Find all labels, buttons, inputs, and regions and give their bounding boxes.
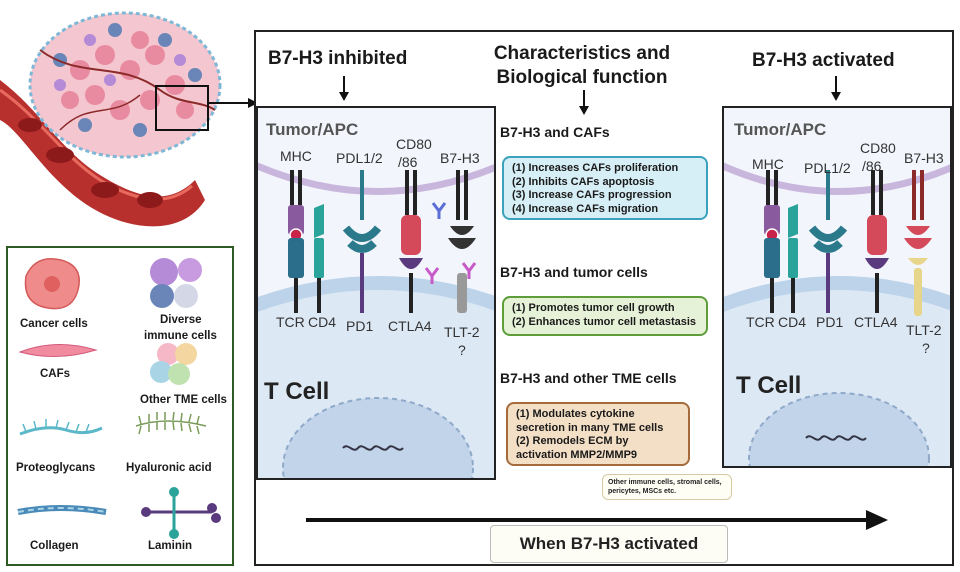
legend-immune-line1: Diverse — [160, 314, 202, 326]
left-panel — [256, 106, 496, 480]
footer-label: When B7-H3 activated — [490, 525, 728, 563]
right-panel — [722, 106, 952, 468]
tme-item-3: (2) Remodels ECM by — [516, 435, 629, 447]
legend-proteoglycans: Proteoglycans — [16, 462, 96, 474]
right-pd1-label: PD1 — [816, 314, 844, 330]
left-cd80-label: CD80 — [396, 136, 432, 152]
arrow-down-left — [339, 76, 349, 101]
left-mhc-label: MHC — [280, 148, 312, 164]
tme-item-1: (1) Modulates cytokine — [516, 408, 635, 420]
legend-laminin: Laminin — [148, 540, 193, 552]
cafs-item-3: (3) Increase CAFs progression — [512, 189, 672, 201]
proteoglycans-icon — [19, 426, 103, 436]
legend-immune-line2: immune cells — [144, 330, 217, 342]
tumor-illustration — [0, 11, 258, 227]
legend-collagen: Collagen — [30, 540, 79, 552]
right-tumor-label: Tumor/APC — [734, 120, 827, 139]
cafs-box: (1) Increases CAFs proliferation (2) Inh… — [502, 156, 708, 220]
legend-icons — [17, 258, 221, 539]
tumor-cells-box: (1) Promotes tumor cell growth (2) Enhan… — [502, 296, 708, 336]
left-pd1-label: PD1 — [346, 318, 374, 334]
right-cd86-label: /86 — [862, 158, 882, 174]
legend-other-tme: Other TME cells — [140, 394, 227, 406]
center-title-1: Characteristics and — [493, 43, 671, 64]
right-tlt2-label: TLT-2 — [906, 322, 942, 338]
left-cd4-label: CD4 — [308, 314, 337, 330]
right-cd4-label: CD4 — [778, 314, 807, 330]
long-right-arrow — [306, 510, 888, 530]
hyaluronic-acid-icon — [135, 411, 207, 435]
arrow-down-right — [831, 76, 841, 101]
tme-note: Other immune cells, stromal cells, peric… — [602, 474, 732, 500]
tme-title: B7-H3 and other TME cells — [500, 370, 677, 386]
right-membranes — [724, 108, 950, 466]
legend-cafs: CAFs — [40, 368, 71, 380]
tumor-item-1: (1) Promotes tumor cell growth — [512, 302, 675, 314]
immune-cells-icon — [150, 258, 202, 308]
left-cd86-label: /86 — [398, 154, 418, 170]
arrow-down-center — [579, 90, 589, 115]
left-tumor-label: Tumor/APC — [266, 120, 359, 139]
right-b7h3-label: B7-H3 — [904, 150, 944, 166]
right-pdl-label: PDL1/2 — [804, 160, 851, 176]
left-membranes — [258, 108, 494, 478]
laminin-icon — [141, 487, 221, 539]
tme-box: (1) Modulates cytokine secretion in many… — [506, 402, 690, 466]
right-question-label: ? — [922, 340, 930, 356]
cafs-item-1: (1) Increases CAFs proliferation — [512, 162, 679, 174]
left-title: B7-H3 inhibited — [268, 48, 408, 69]
tme-note-line2: pericytes, MSCs etc. — [608, 488, 677, 495]
legend-cancer-cells: Cancer cells — [20, 318, 88, 330]
tumor-cells-title: B7-H3 and tumor cells — [500, 264, 648, 280]
right-ctla4-label: CTLA4 — [854, 314, 898, 330]
center-title-2: Biological function — [496, 67, 668, 88]
right-tcr-label: TCR — [746, 314, 775, 330]
left-receptors — [288, 170, 477, 313]
left-tlt2-label: TLT-2 — [444, 324, 480, 340]
cafs-icon — [18, 343, 98, 358]
left-ctla4-label: CTLA4 — [388, 318, 432, 334]
right-title: B7-H3 activated — [752, 50, 895, 71]
tme-note-line1: Other immune cells, stromal cells, — [608, 479, 722, 486]
cafs-item-2: (2) Inhibits CAFs apoptosis — [512, 175, 655, 188]
tme-item-4: activation MMP2/MMP9 — [516, 448, 638, 461]
legend-hyaluronic: Hyaluronic acid — [126, 462, 212, 474]
left-pdl-label: PDL1/2 — [336, 150, 383, 166]
right-cd80-label: CD80 — [860, 140, 896, 156]
other-tme-cells-icon — [150, 343, 197, 385]
tumor-item-2: (2) Enhances tumor cell metastasis — [512, 315, 697, 328]
left-tcr-label: TCR — [276, 314, 305, 330]
collagen-icon — [17, 505, 107, 515]
cafs-item-4: (4) Increase CAFs migration — [512, 202, 659, 215]
right-tcell-label: T Cell — [736, 372, 802, 399]
left-question-label: ? — [458, 342, 466, 358]
tme-item-2: secretion in many TME cells — [516, 421, 664, 434]
cafs-title: B7-H3 and CAFs — [500, 124, 610, 140]
left-b7h3-label: B7-H3 — [440, 150, 480, 166]
right-mhc-label: MHC — [752, 156, 784, 172]
left-tcell-label: T Cell — [264, 378, 330, 405]
right-receptors — [764, 170, 932, 316]
